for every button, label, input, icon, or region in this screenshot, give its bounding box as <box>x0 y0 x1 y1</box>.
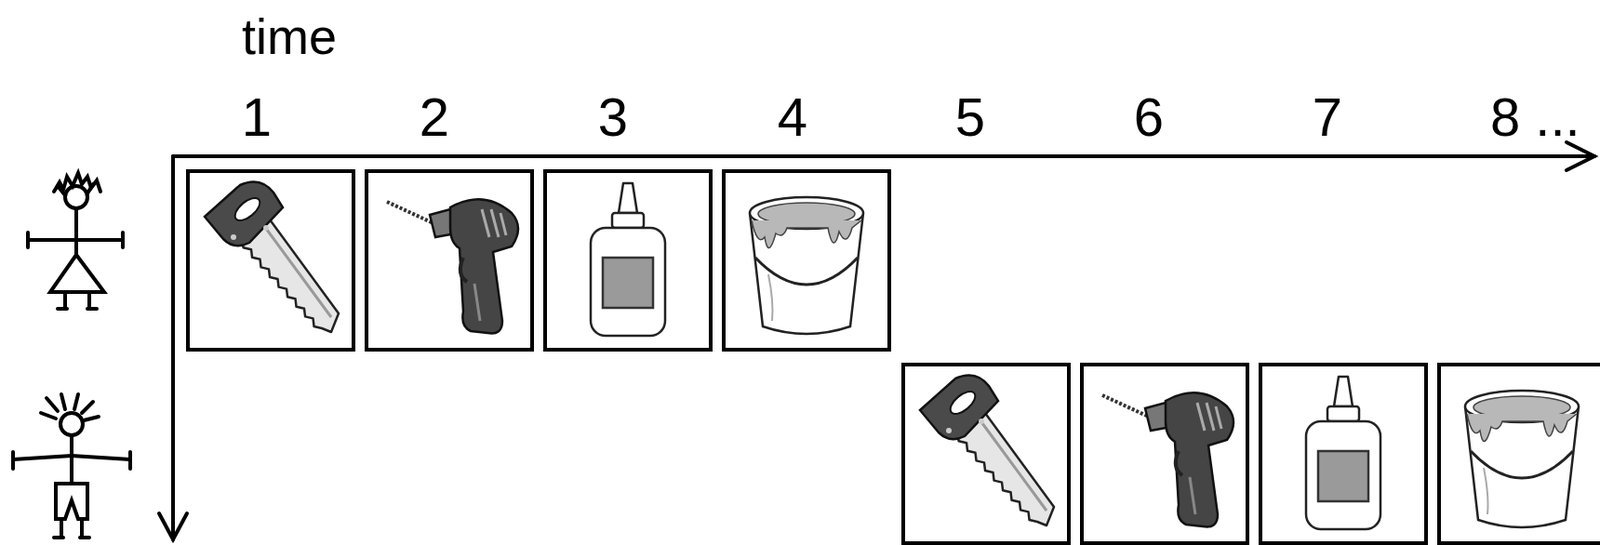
time-step: 1 <box>241 90 272 145</box>
time-step: 7 <box>1312 90 1343 145</box>
time-step: 3 <box>598 90 628 145</box>
time-step: 5 <box>955 90 986 145</box>
time-step: 6 <box>1133 90 1164 145</box>
girl-figure <box>27 173 123 309</box>
axis-title: time <box>241 11 337 62</box>
time-axis <box>159 142 1595 540</box>
time-step: 2 <box>419 90 450 145</box>
boy-figure <box>13 394 131 538</box>
time-step: 4 <box>777 90 808 145</box>
time-step: 8 ... <box>1490 90 1581 145</box>
girl-task-boxes <box>187 171 890 350</box>
boy-task-boxes <box>903 364 1600 544</box>
